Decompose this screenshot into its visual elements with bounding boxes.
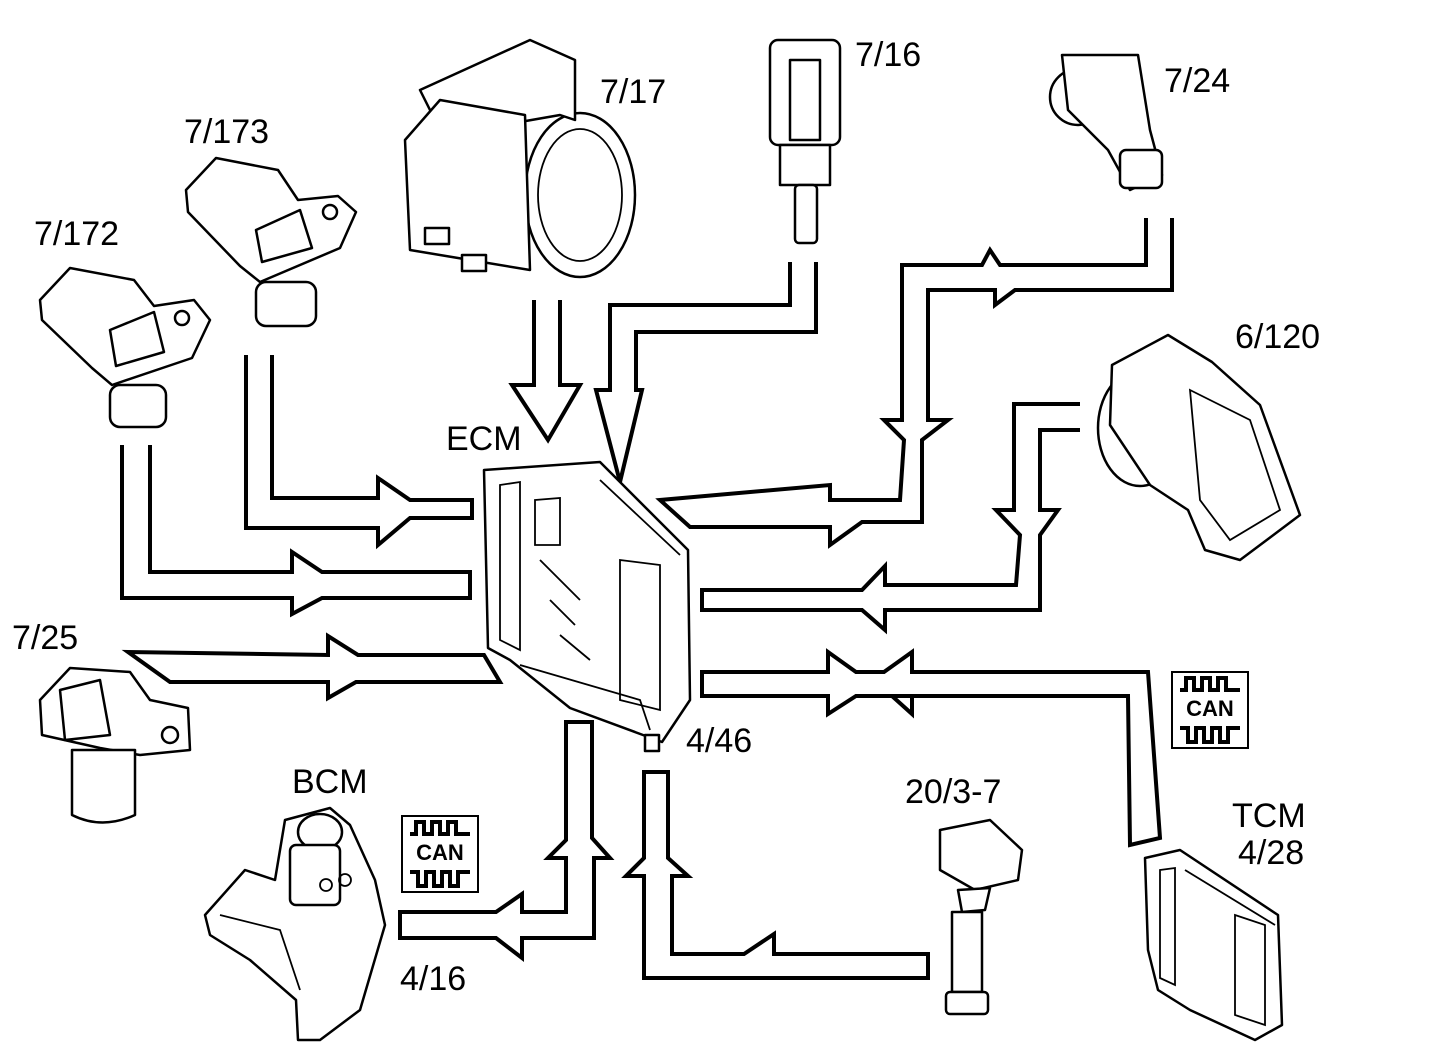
label-tcm: TCM [1232, 797, 1306, 835]
label-7-16: 7/16 [855, 36, 921, 74]
sensor-7-172 [38, 266, 212, 429]
arrow-7-17-to-ecm [508, 300, 584, 444]
component-labels: ECM 4/46 7/16 7/17 7/24 7/173 7/172 6/12… [12, 36, 1320, 998]
label-6-120: 6/120 [1235, 318, 1320, 356]
label-ecm-number: 4/46 [686, 722, 752, 760]
can-box-bcm: CAN [401, 815, 479, 893]
label-7-173: 7/173 [184, 113, 269, 151]
label-7-17: 7/17 [600, 73, 666, 111]
label-tcm-number: 4/28 [1238, 834, 1304, 872]
arrow-7-25-to-ecm [121, 632, 504, 702]
can-box-tcm: CAN [1171, 671, 1249, 749]
arrow-ecm-to-coil [621, 770, 930, 980]
label-7-24: 7/24 [1164, 62, 1230, 100]
arrow-7-172-to-ecm [120, 445, 472, 618]
label-7-172: 7/172 [34, 215, 119, 253]
label-bcm: BCM [292, 763, 368, 801]
arrow-ecm-bcm [398, 720, 615, 963]
coil-20-3-7 [938, 818, 1024, 1016]
label-coil: 20/3-7 [905, 773, 1001, 811]
sensor-7-25 [38, 666, 192, 824]
label-7-25: 7/25 [12, 619, 78, 657]
throttle-6-120 [1096, 333, 1302, 562]
label-ecm: ECM [446, 420, 522, 458]
label-bcm-number: 4/16 [400, 960, 466, 998]
arrow-7-24-to-ecm [655, 218, 1174, 549]
sensor-7-173 [184, 156, 358, 328]
arrow-ecm-tcm [700, 648, 1163, 848]
connection-arrows [120, 218, 1174, 980]
sensor-7-24 [1048, 53, 1164, 192]
can-label-bcm: CAN [416, 840, 464, 865]
sensor-7-17 [403, 38, 637, 279]
arrow-7-173-to-ecm [244, 355, 474, 550]
ecm-module [482, 460, 692, 753]
arrow-6-120-to-ecm [700, 402, 1080, 635]
sensor-7-16 [768, 38, 842, 245]
arrow-7-16-to-ecm [593, 262, 818, 483]
tcm-module [1143, 848, 1284, 1042]
bcm-module [203, 806, 387, 1042]
can-label-tcm: CAN [1186, 696, 1234, 721]
